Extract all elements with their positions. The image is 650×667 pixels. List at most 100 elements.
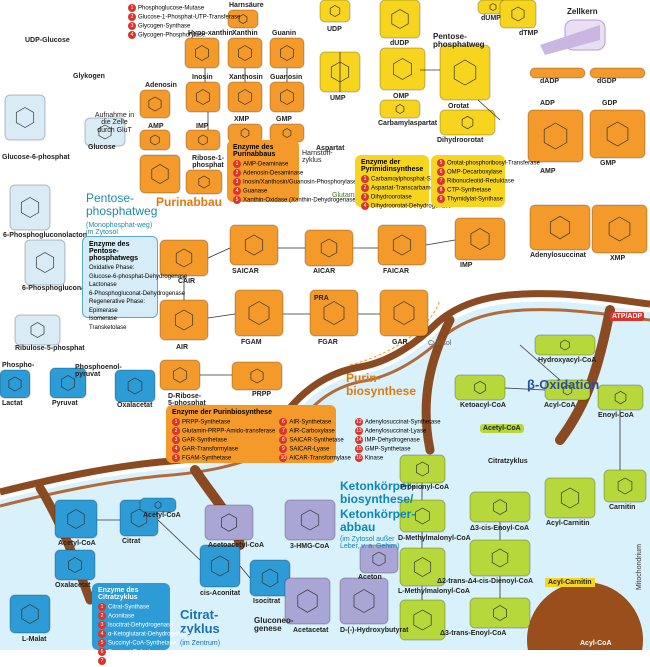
crista-3: [555, 305, 615, 445]
molecule-ring-icon: [491, 548, 509, 568]
gar-label: GAR: [392, 339, 408, 346]
adenylosuccinat-tile: [529, 204, 591, 251]
hmg-coa-tile: [284, 499, 336, 541]
molecule-ring-icon: [8, 376, 22, 392]
legend-row: Oxidative Phase:: [89, 265, 135, 271]
molecule-ring-icon: [606, 121, 629, 147]
gluconeogenese-label: Gluconeo-genese: [254, 616, 294, 634]
molecule-ring-icon: [173, 367, 187, 383]
udp-label: UDP: [327, 26, 342, 33]
ump-label: UMP: [330, 95, 346, 102]
citratzyklus-title: Citrat-zyklus: [180, 607, 220, 636]
omp-tile: [379, 47, 426, 91]
molecule-ring-icon: [61, 375, 75, 391]
ketonkoerper-ab-title: Ketonkörper-abbau: [340, 507, 416, 534]
dadp-label: dADP: [540, 78, 560, 85]
reaction-arrow: [207, 313, 236, 319]
legend-title: Enzyme des Pentose-phosphatwegs: [89, 241, 139, 262]
aspartat-label: Aspartat: [316, 145, 345, 152]
dtmp-label: dTMP: [519, 30, 539, 37]
molecule-ring-icon: [329, 5, 341, 17]
dudp-label: dUDP: [390, 40, 410, 47]
ribose-1-phosphat-label: Ribose-1-phosphat: [192, 155, 224, 170]
gar-tile: [379, 289, 429, 337]
fgar-label: FGAR: [318, 339, 338, 346]
trans-enoyl-label: Δ3-trans-Enoyl-CoA: [440, 630, 507, 637]
harnstoffzyklus-label: Harnstoff-zyklus: [302, 150, 333, 165]
molecule-ring-icon: [453, 59, 477, 86]
molecule-ring-icon: [210, 555, 230, 577]
molecule-ring-icon: [608, 216, 631, 242]
molecule-ring-icon: [130, 508, 148, 528]
pentose-enzyme-legend: Enzyme des Pentose-phosphatwegs Oxidativ…: [82, 236, 187, 331]
guanin-tile: [269, 37, 305, 69]
molecule-ring-icon: [195, 45, 209, 61]
gdp-label: GDP: [602, 100, 618, 107]
aceton-tile: [359, 544, 399, 574]
inosin-tile: [185, 81, 221, 113]
udp-glucose-label: UDP-Glucose: [25, 37, 70, 44]
molecule-ring-icon: [30, 322, 45, 338]
legend-title: Enzyme des Citratzyklus: [98, 587, 139, 601]
molecule-ring-icon: [238, 45, 252, 61]
acetacetat-tile: [284, 577, 331, 625]
outer-membrane: [0, 290, 650, 496]
phospho-label: Phospho-: [2, 362, 35, 369]
mitochondrium-label: Mitochondrium: [636, 544, 643, 590]
legend-row: Isomerase: [89, 316, 118, 322]
fgam-tile: [234, 289, 284, 337]
molecule-ring-icon: [238, 89, 252, 105]
molecule-ring-icon: [470, 228, 490, 250]
molecule-ring-icon: [372, 551, 386, 567]
molecule-ring-icon: [21, 604, 39, 624]
udp-tile: [319, 0, 351, 23]
cis-enoyl-label: Δ3-cis-Enoyl-CoA: [470, 525, 530, 532]
adenylosuccinat-label: Adenylosuccinat: [530, 252, 587, 259]
lacton-tile: [9, 184, 51, 231]
reaction-arrow: [207, 247, 231, 259]
glucose-tile: [84, 117, 126, 147]
ketoacyl-label: Ketoacyl-CoA: [460, 402, 506, 409]
dtmp-tile: [499, 0, 537, 29]
phosphogluconat-label: 6-Phosphogluconat: [22, 285, 88, 292]
phosphoenolpyruvat-label: Phosphoenol-pyruvat: [75, 364, 122, 379]
molecule-ring-icon: [198, 134, 208, 146]
xmp-right-tile: [591, 204, 648, 254]
aceton-label: Aceton: [358, 574, 382, 581]
legend-title: Enzyme des Purinabbaus: [233, 144, 276, 158]
oxalacetat-tile: [54, 549, 96, 581]
cis-trans-label: Δ2-trans-Δ4-cis-Dienoyl-CoA: [437, 578, 534, 585]
molecule-ring-icon: [416, 461, 429, 477]
citratzyklus-small-label: Citratzyklus: [488, 458, 528, 465]
dihydroorotat-label: Dihydroorotat: [437, 137, 484, 144]
pra-label: PRA: [314, 295, 329, 302]
xmp-right-label: XMP: [610, 255, 626, 262]
molecule-ring-icon: [393, 58, 412, 80]
phosphogluconolacton-label: 6-Phosphogluconolacton: [3, 232, 87, 239]
lactat-label: Lactat: [2, 400, 23, 407]
molecule-ring-icon: [148, 96, 162, 112]
molecule-ring-icon: [549, 215, 571, 240]
molecule-ring-icon: [300, 509, 320, 531]
propionyl-label: Propionyl-CoA: [400, 484, 449, 491]
molecule-ring-icon: [175, 248, 193, 268]
molecule-ring-icon: [154, 501, 162, 509]
enoyl-coa-tile: [597, 384, 644, 411]
acetoacetyl-tile: [204, 504, 254, 541]
molecule-ring-icon: [413, 609, 432, 631]
